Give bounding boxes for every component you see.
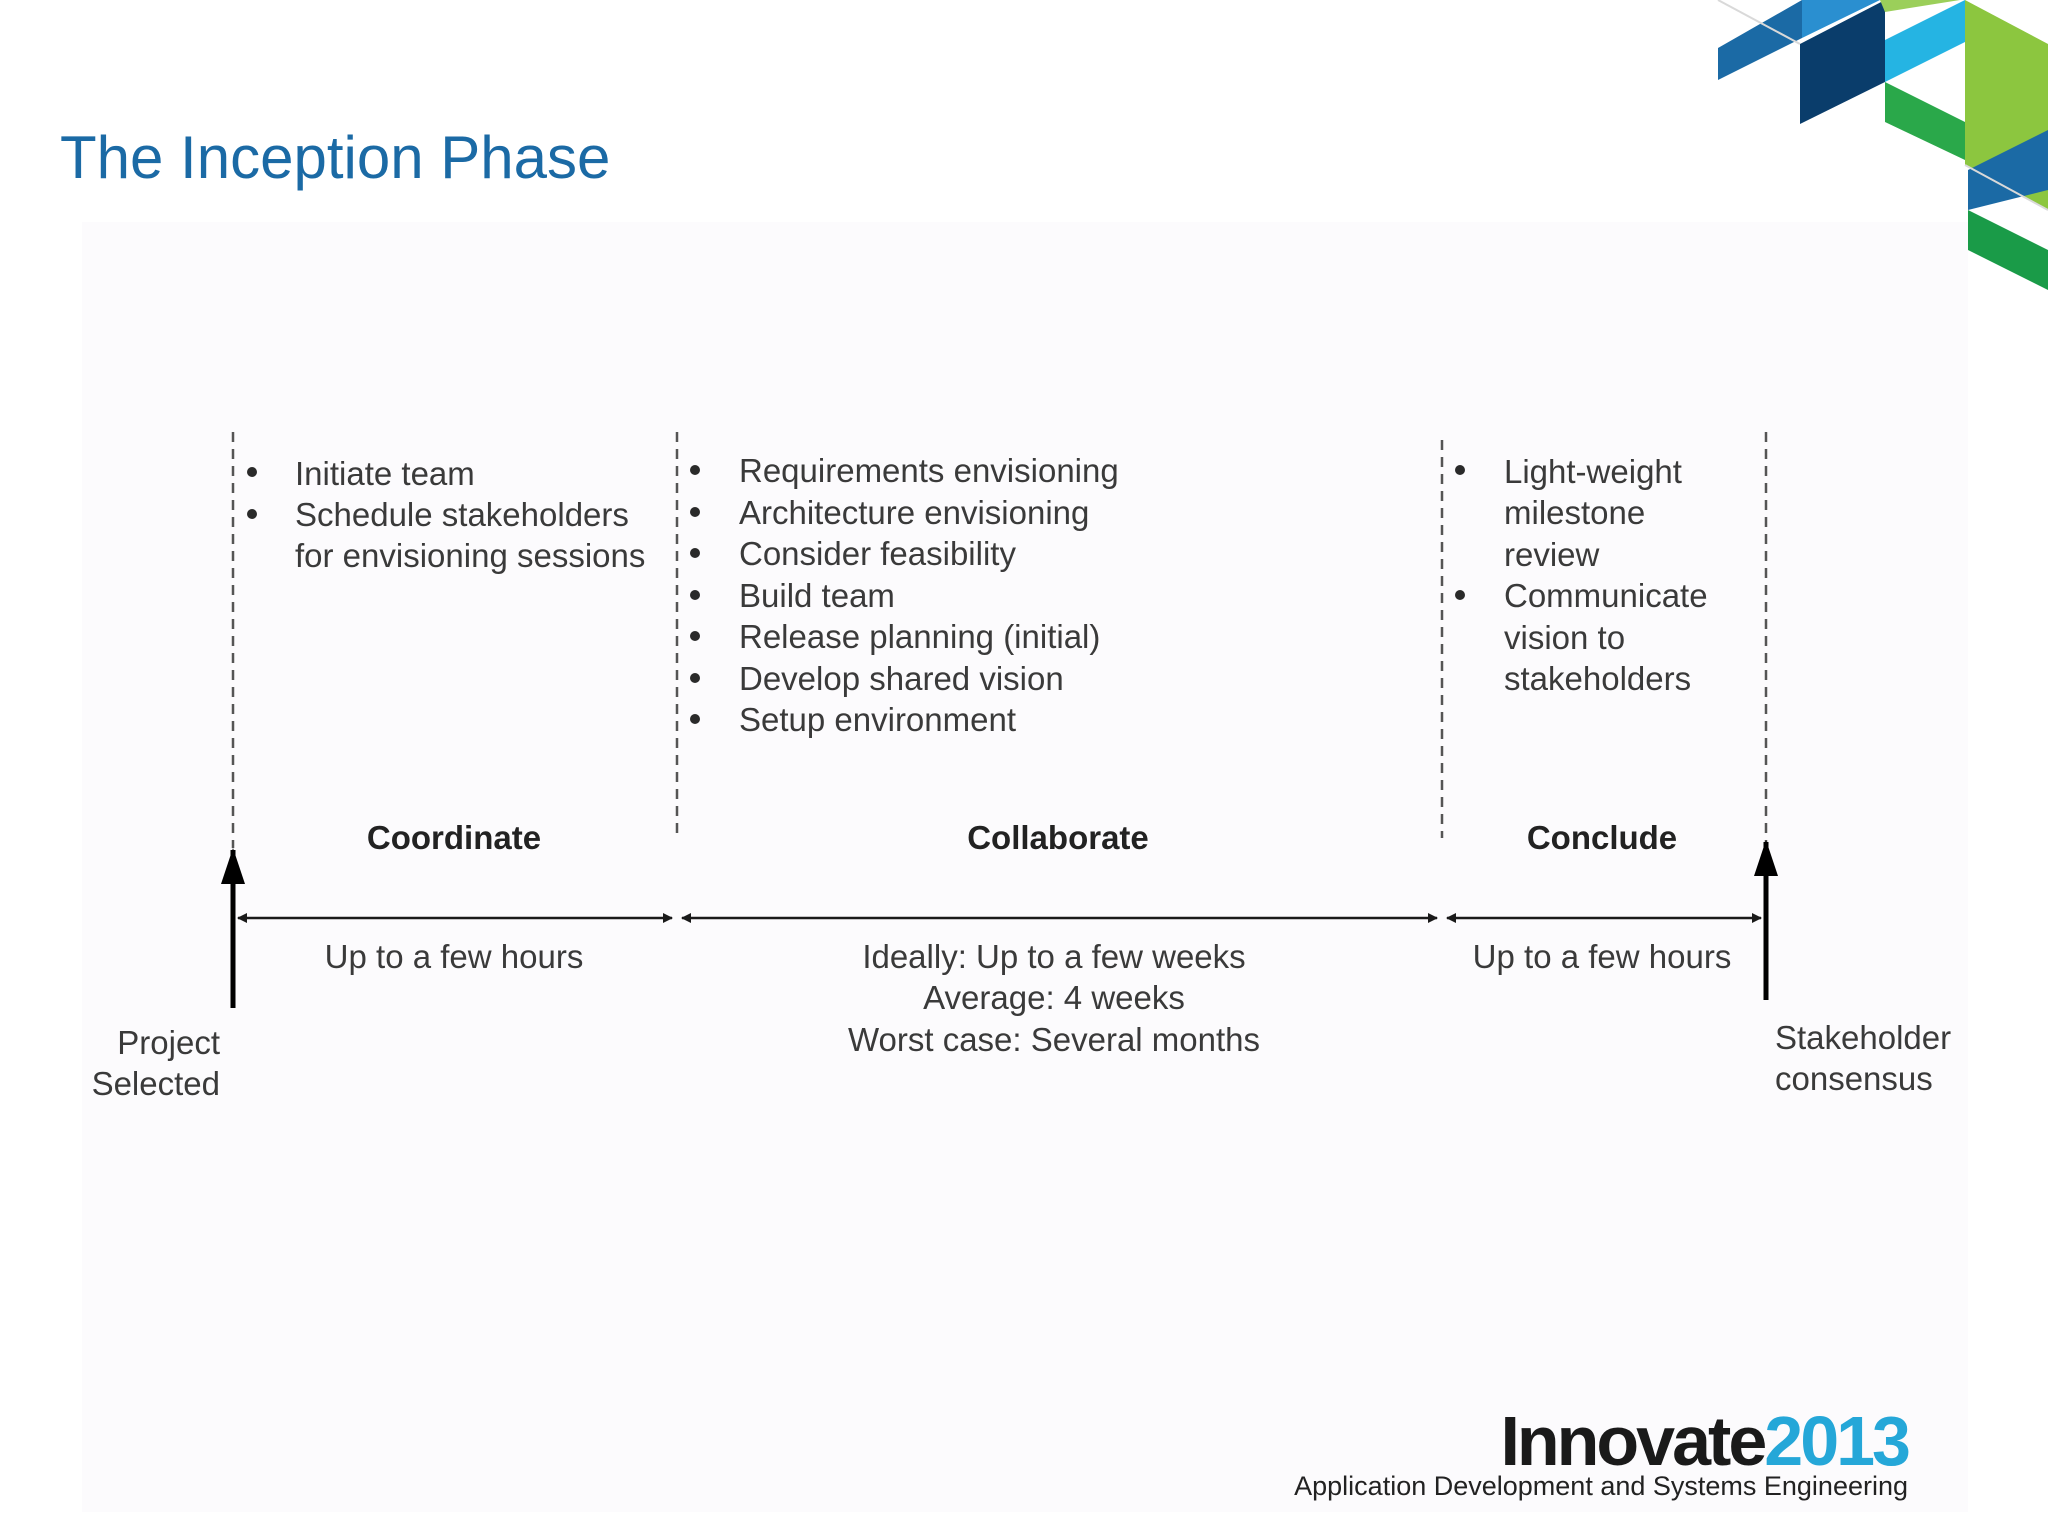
duration-coordinate: Up to a few hours <box>325 936 584 977</box>
milestone-start-label: Project Selected <box>0 1022 220 1105</box>
milestone-line: Stakeholder <box>1775 1019 1952 1056</box>
milestone-line: Project <box>117 1024 220 1061</box>
conclude-item: milestone <box>1504 494 1646 531</box>
duration-collaborate: Ideally: Up to a few weeks Average: 4 we… <box>848 936 1260 1060</box>
conclude-item: vision to <box>1504 619 1626 656</box>
logo-subtitle: Application Development and Systems Engi… <box>1294 1471 1908 1501</box>
coordinate-item: Initiate team <box>295 455 475 492</box>
collaborate-item: Setup environment <box>739 701 1017 738</box>
conclude-item: review <box>1504 536 1600 573</box>
duration-line: Ideally: Up to a few weeks <box>862 938 1246 975</box>
bullet <box>1455 590 1465 600</box>
bullet <box>690 465 700 475</box>
bullet <box>1455 465 1465 475</box>
coordinate-item: Schedule stakeholders <box>295 496 629 533</box>
slide-title: The Inception Phase <box>60 124 611 191</box>
duration-line: Up to a few hours <box>324 938 584 975</box>
collaborate-item: Release planning (initial) <box>739 618 1101 655</box>
bullet <box>690 548 700 558</box>
bullet <box>247 467 257 477</box>
logo-word: Innovate <box>1500 1402 1767 1480</box>
collaborate-item: Requirements envisioning <box>739 452 1119 489</box>
bullet <box>690 590 700 600</box>
duration-line: Average: 4 weeks <box>923 979 1185 1017</box>
diagram-panel <box>82 222 1968 1512</box>
milestone-line: consensus <box>1775 1060 1933 1098</box>
phase-name-coordinate: Coordinate <box>366 819 542 856</box>
bullet <box>247 509 257 519</box>
collaborate-item: Consider feasibility <box>739 535 1016 572</box>
collaborate-item: Architecture envisioning <box>739 494 1090 531</box>
bullet <box>690 714 700 724</box>
bullet <box>690 507 700 517</box>
coordinate-item: for envisioning sessions <box>295 537 646 574</box>
duration-line: Up to a few hours <box>1472 938 1732 975</box>
logo-year: 2013 <box>1764 1402 1911 1480</box>
phase-name-collaborate: Collaborate <box>967 819 1149 856</box>
conclude-item: stakeholders <box>1504 660 1692 697</box>
bullet <box>690 631 700 641</box>
milestone-end-label: Stakeholder consensus <box>1775 1017 1951 1100</box>
duration-conclude: Up to a few hours <box>1473 936 1732 977</box>
collaborate-item: Build team <box>739 577 895 614</box>
conclude-item: Communicate <box>1504 577 1708 614</box>
duration-line: Worst case: Several months <box>847 1020 1261 1058</box>
bullet <box>690 673 700 683</box>
corner-banner-graphic <box>1717 0 2048 290</box>
collaborate-item: Develop shared vision <box>739 660 1064 697</box>
innovate-logo: Innovate2013 <box>1500 1406 1911 1476</box>
phase-name-conclude: Conclude <box>1526 819 1678 856</box>
milestone-line: Selected <box>91 1065 220 1103</box>
conclude-item: Light-weight <box>1504 453 1682 490</box>
